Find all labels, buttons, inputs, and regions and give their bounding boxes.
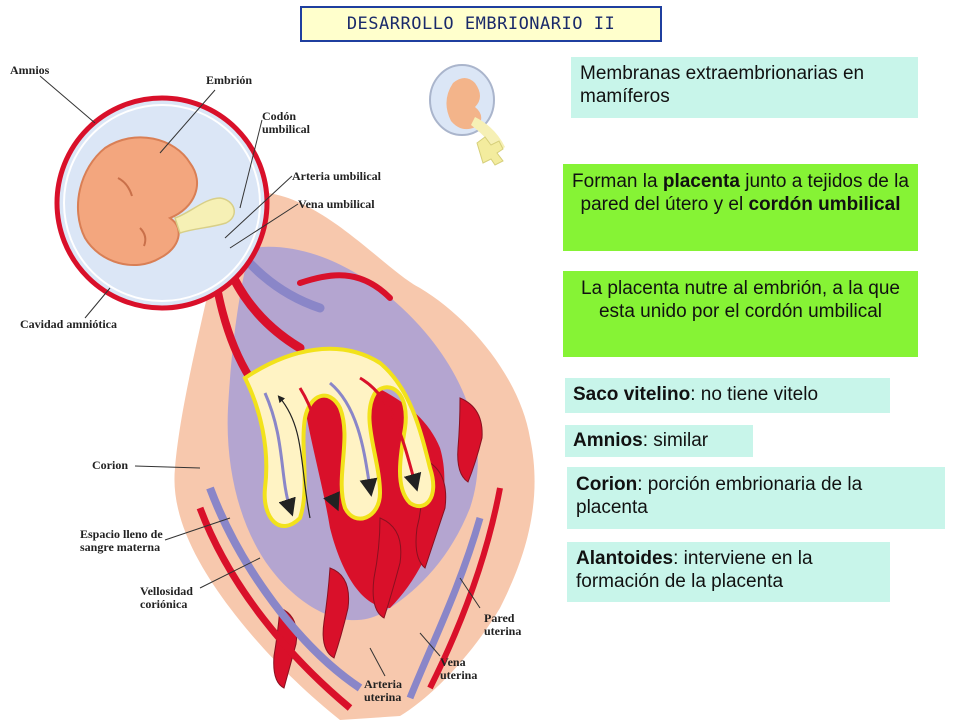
alantoides-box: Alantoides: interviene en la formación d…	[567, 542, 890, 602]
alantoides-term: Alantoides	[576, 548, 674, 569]
placenta-text-1: Forman la	[572, 171, 663, 192]
page-title: DESARROLLO EMBRIONARIO II	[300, 6, 662, 42]
label-amnios: Amnios	[10, 63, 50, 77]
amnios-text: : similar	[642, 430, 709, 451]
placenta-text-2: junto a tejidos de la pared del útero y …	[580, 171, 909, 215]
label-arteria-umbilical: Arteria umbilical	[292, 169, 381, 183]
alantoides-text: : interviene en la formación de la place…	[576, 548, 813, 592]
label-cavidad-amniotica: Cavidad amniótica	[20, 317, 118, 331]
label-vena-uterina: Vena uterina	[440, 655, 478, 682]
nutre-text: La placenta nutre al embrión, a la que e…	[581, 278, 900, 322]
corion-term: Corion	[576, 474, 638, 495]
label-vellosidad: Vellosidad coriónica	[140, 584, 193, 611]
corion-box: Corion: porción embrionaria de la placen…	[567, 467, 945, 529]
saco-term: Saco vitelino	[573, 384, 691, 405]
saco-box: Saco vitelino: no tiene vitelo	[565, 378, 890, 413]
placenta-box: Forman la placenta junto a tejidos de la…	[563, 164, 918, 251]
nutre-box: La placenta nutre al embrión, a la que e…	[563, 271, 918, 357]
label-arteria-uterina: Arteria uterina	[364, 677, 402, 704]
villi-vessels	[263, 376, 422, 519]
placenta-diagram	[39, 75, 535, 720]
corion-text: : porción embrionaria de la placenta	[576, 474, 863, 518]
membranas-text: Membranas extraembrionarias en mamíferos	[580, 63, 865, 107]
amnios-box: Amnios: similar	[565, 425, 753, 457]
label-pared-uterina: Pared uterina	[484, 611, 522, 638]
embryo	[77, 136, 235, 267]
label-embrion: Embrión	[206, 73, 253, 87]
saco-text: : no tiene vitelo	[690, 384, 819, 405]
label-corion: Corion	[92, 458, 128, 472]
leader-lines	[39, 75, 481, 677]
chorionic-villi	[242, 346, 436, 528]
amnios-term: Amnios	[573, 430, 643, 451]
embryo-thumbnail	[429, 64, 505, 166]
label-vena-umbilical: Vena umbilical	[298, 197, 375, 211]
cordon-term: cordón umbilical	[748, 194, 901, 215]
uterine-vessels	[196, 486, 503, 711]
membranas-box: Membranas extraembrionarias en mamíferos	[571, 57, 918, 118]
label-espacio-sangre: Espacio lleno de sangre materna	[80, 527, 163, 554]
label-codon-umbilical: Codón umbilical	[262, 109, 311, 136]
placenta-term: placenta	[662, 171, 740, 192]
